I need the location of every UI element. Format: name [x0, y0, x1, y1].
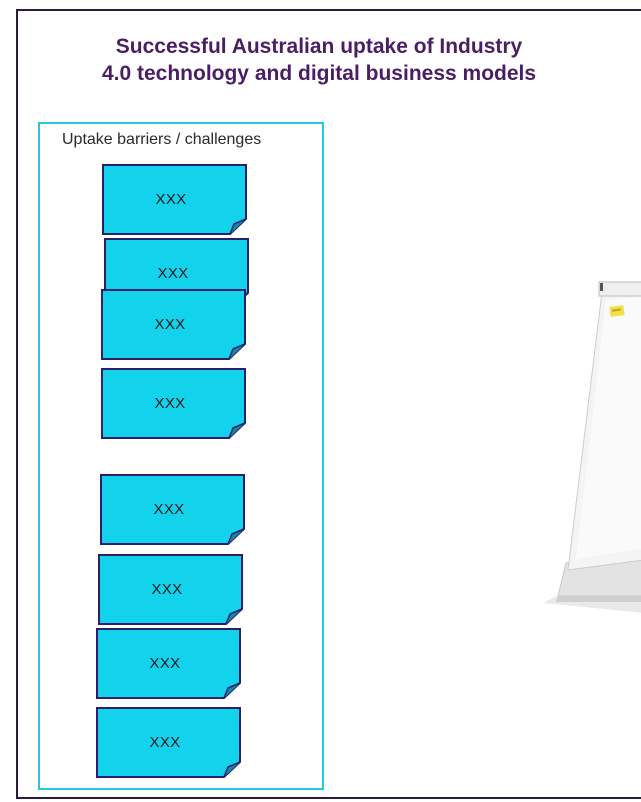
sticky-note[interactable]: XXX: [96, 707, 242, 779]
sticky-note[interactable]: XXX: [100, 474, 246, 546]
panel-label: Uptake barriers / challenges: [62, 131, 262, 148]
title-line-1: Successful Australian uptake of Industry: [115, 35, 523, 58]
sticky-note[interactable]: XXX: [101, 289, 247, 361]
sticky-note-text: XXX: [154, 394, 186, 412]
sticky-note[interactable]: XXX: [96, 628, 242, 700]
post-it-logo: [609, 305, 625, 317]
sticky-note-text: XXX: [155, 190, 187, 208]
title-line-2: 4.0 technology and digital business mode…: [101, 62, 537, 85]
sticky-note-text: XXX: [151, 580, 183, 598]
slide-title: Successful Australian uptake of Industry…: [2, 33, 636, 87]
sticky-note-text: XXX: [153, 500, 185, 518]
sticky-note[interactable]: XXX: [98, 554, 244, 626]
flipchart-easel-icon: [544, 278, 641, 613]
sticky-note[interactable]: XXX: [101, 368, 247, 440]
sticky-note-text: XXX: [149, 654, 181, 672]
sticky-note-text: XXX: [157, 264, 189, 282]
sticky-note-text: XXX: [154, 315, 186, 333]
sticky-note-text: XXX: [149, 733, 181, 751]
sticky-note[interactable]: XXX: [102, 164, 248, 236]
